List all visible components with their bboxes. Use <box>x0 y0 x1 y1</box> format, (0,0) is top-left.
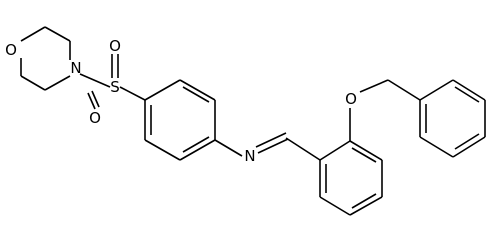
structure-canvas: O N S O O N O <box>5 26 486 216</box>
bond <box>44 75 71 91</box>
aromatic-bond <box>351 193 377 209</box>
double-bond <box>87 92 96 110</box>
bond <box>452 79 486 101</box>
double-bond <box>255 132 287 148</box>
imine-linkage <box>214 132 321 161</box>
bond <box>20 75 46 91</box>
bond <box>387 79 421 101</box>
sulfonyl-oxygen-bottom-label: O <box>89 109 101 127</box>
aromatic-bond <box>182 86 210 103</box>
bond <box>349 196 383 216</box>
bond <box>144 139 181 161</box>
bond <box>349 140 383 161</box>
benzyloxy-group <box>349 79 421 141</box>
bond <box>359 79 389 93</box>
bond <box>319 196 351 216</box>
double-bond <box>91 90 100 108</box>
central-benzene-ring <box>144 79 216 161</box>
benzylidene-ring <box>319 140 383 216</box>
phenyl-ring <box>419 79 486 158</box>
bond <box>44 26 71 42</box>
sulfonyl-oxygen-top-label: O <box>109 37 121 55</box>
morpholine-ring <box>20 26 71 91</box>
bond <box>179 79 216 101</box>
aromatic-bond <box>454 133 480 150</box>
bond <box>214 139 243 157</box>
aromatic-bond <box>454 86 480 103</box>
morpholine-nitrogen-label: N <box>70 59 81 77</box>
bond <box>452 136 486 158</box>
aromatic-bond <box>351 147 377 163</box>
aromatic-bond <box>182 136 210 153</box>
sulfur-label: S <box>110 78 120 96</box>
imine-nitrogen-label: N <box>244 147 255 165</box>
bond <box>419 79 454 101</box>
ether-oxygen-label: O <box>345 90 357 108</box>
morpholine-oxygen-label: O <box>5 41 17 59</box>
bond <box>419 136 454 158</box>
bond <box>79 73 111 88</box>
bond <box>20 26 46 42</box>
bond <box>285 137 321 161</box>
bond <box>144 79 181 101</box>
bond <box>119 86 146 101</box>
atom-labels: O N S O O N O <box>5 37 357 165</box>
bond <box>179 139 216 161</box>
bond <box>319 140 351 161</box>
sulfonyl-group <box>79 54 146 110</box>
double-bond <box>257 138 289 154</box>
molecule-diagram: O N S O O N O <box>5 26 486 216</box>
